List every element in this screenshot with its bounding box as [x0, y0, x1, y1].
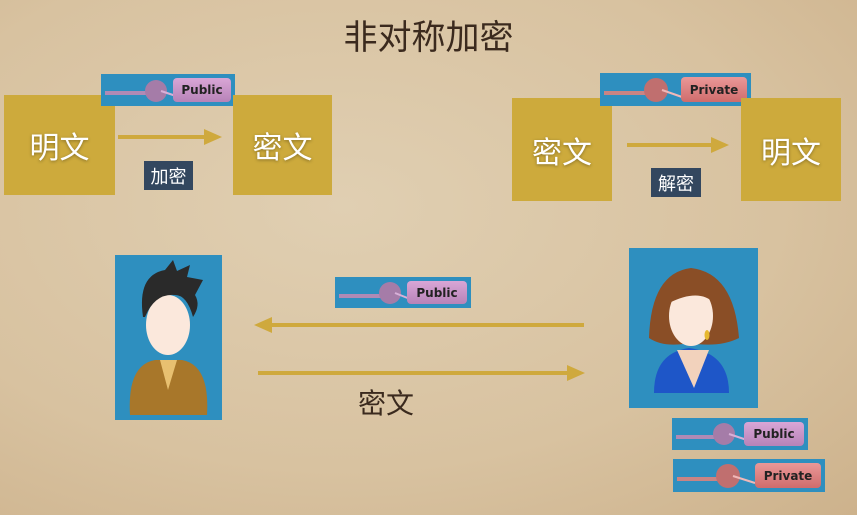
- man-avatar: [115, 255, 222, 420]
- private-key-badge: Private: [600, 73, 751, 106]
- encrypt-label: 加密: [144, 161, 193, 190]
- woman-avatar: [629, 248, 758, 408]
- man-icon: [129, 260, 208, 415]
- arrow-right-icon: [258, 365, 585, 381]
- arrow-left-icon: [254, 317, 584, 333]
- key-label: Private: [681, 77, 747, 102]
- key-label: Public: [407, 281, 467, 304]
- arrow-right-icon: [627, 137, 729, 153]
- public-key-badge: Public: [101, 74, 235, 106]
- public-key-badge: Public: [335, 277, 471, 308]
- private-key-badge: Private: [673, 459, 825, 492]
- key-label: Private: [755, 463, 821, 488]
- key-label: Public: [744, 422, 804, 446]
- public-key-badge: Public: [672, 418, 808, 450]
- plaintext-box: 明文: [4, 95, 115, 195]
- plaintext-box: 明文: [741, 98, 841, 201]
- decrypt-label: 解密: [651, 168, 701, 197]
- arrow-right-icon: [118, 129, 222, 145]
- ciphertext-box: 密文: [512, 98, 612, 201]
- woman-icon: [649, 268, 739, 393]
- slide-title: 非对称加密: [343, 18, 514, 58]
- ciphertext-label: 密文: [358, 387, 415, 420]
- key-icon: [604, 78, 683, 102]
- key-icon: [677, 464, 756, 488]
- ciphertext-box: 密文: [233, 95, 332, 195]
- key-label: Public: [173, 78, 231, 102]
